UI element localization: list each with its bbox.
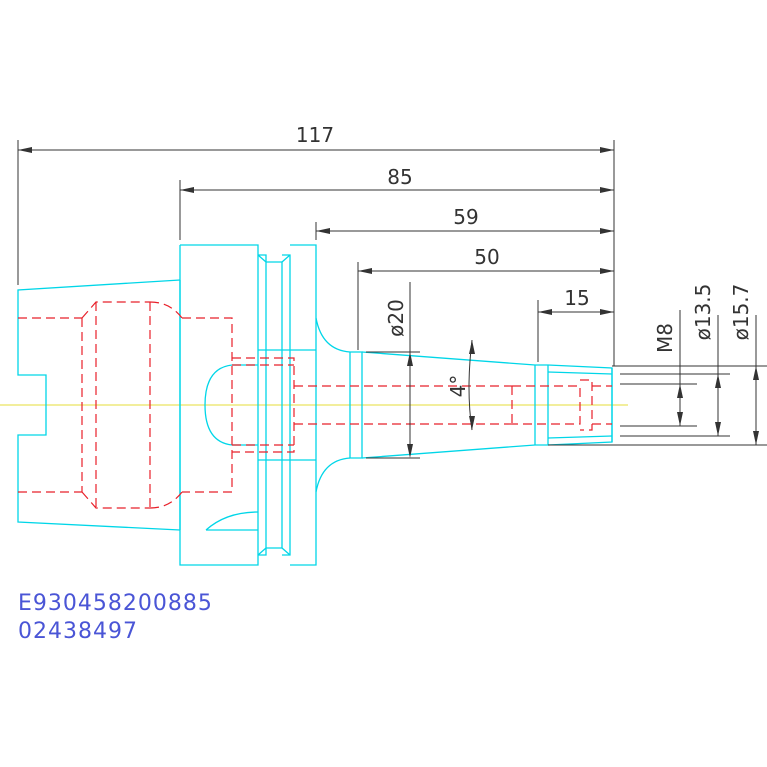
dim-59: 59	[453, 205, 478, 229]
dim-117: 117	[296, 123, 334, 147]
dim-15: 15	[564, 286, 589, 310]
dim-taper-angle: 4°	[446, 375, 470, 398]
part-number: E930458200885	[18, 591, 213, 616]
dim-dia-13-5: ø13.5	[691, 284, 715, 341]
dimension-arrows	[18, 147, 759, 458]
order-number: 02438497	[18, 619, 138, 644]
dim-85: 85	[387, 165, 412, 189]
dim-50: 50	[474, 245, 499, 269]
tool-holder-outline	[17, 244, 613, 566]
part-codes: E930458200885 02438497	[18, 590, 213, 646]
dimension-lines	[17, 140, 767, 459]
dim-m8: M8	[653, 323, 677, 353]
dim-dia-15-7: ø15.7	[729, 284, 753, 341]
hidden-lines	[18, 301, 612, 509]
dim-dia-20: ø20	[384, 299, 408, 337]
